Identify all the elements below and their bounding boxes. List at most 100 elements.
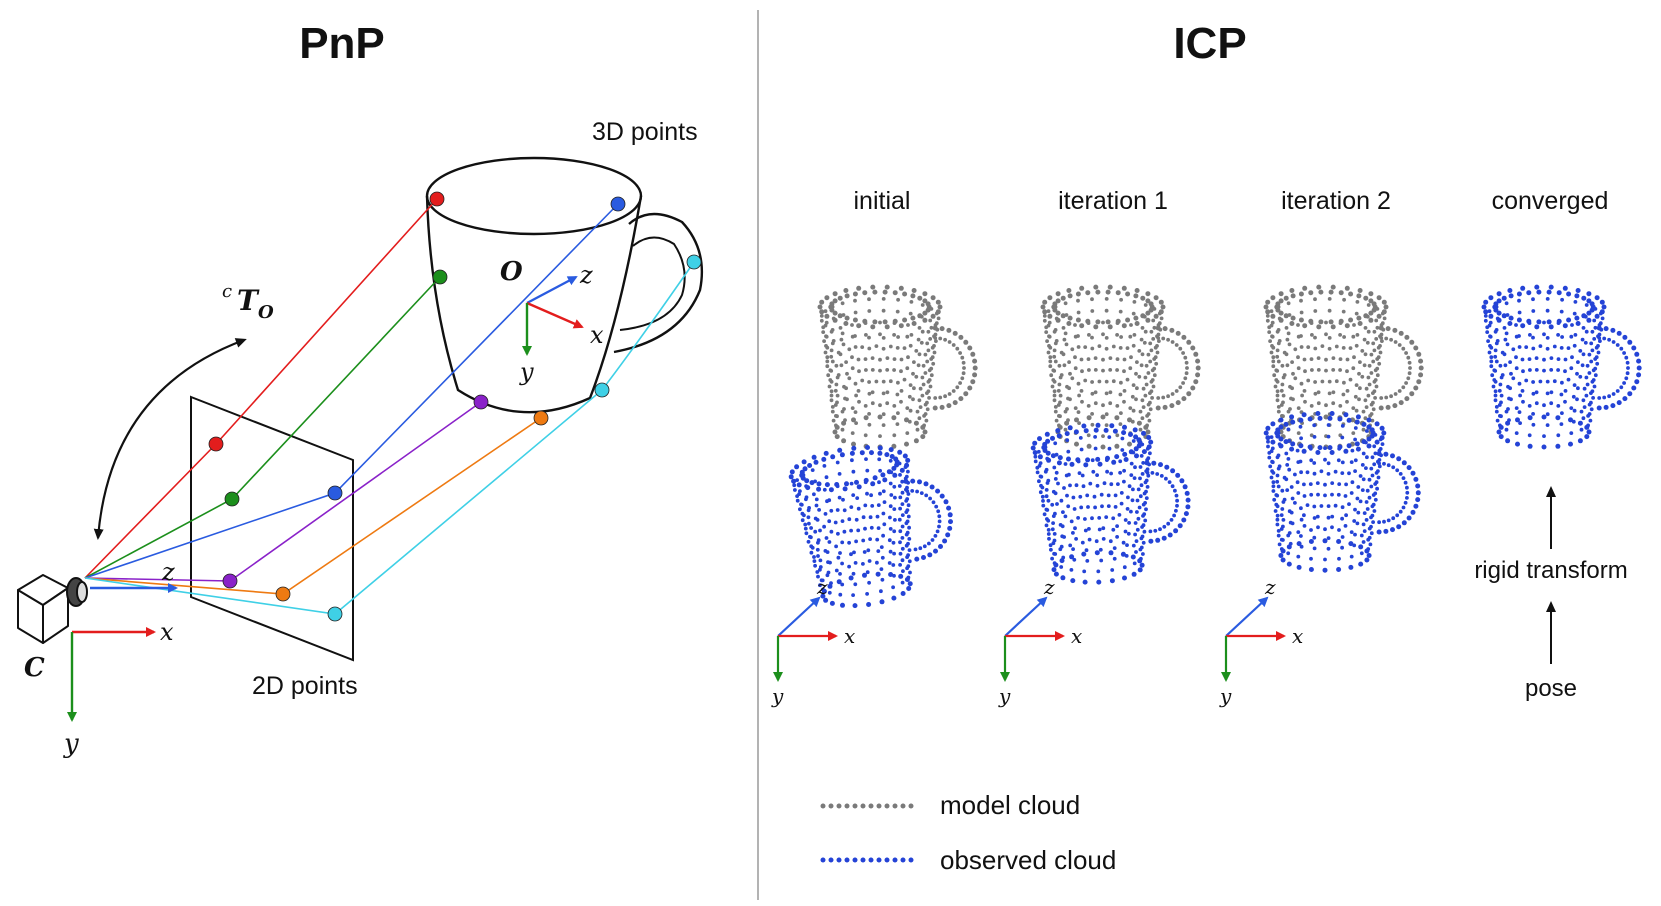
model-cloud-point: [829, 301, 835, 307]
model-cloud-point: [1302, 357, 1307, 362]
model-cloud-point: [1348, 317, 1354, 323]
model-cloud-point: [962, 366, 966, 370]
model-cloud-point: [1331, 390, 1336, 395]
model-cloud-point: [1169, 403, 1175, 409]
observed-cloud-point: [836, 531, 840, 536]
model-cloud-point: [1345, 369, 1349, 374]
model-cloud-point: [853, 298, 857, 303]
observed-cloud-point: [1134, 550, 1138, 554]
observed-cloud-point: [1066, 504, 1071, 509]
model-cloud-point: [835, 393, 840, 398]
model-cloud-point: [1369, 402, 1374, 407]
observed-cloud-point: [1594, 345, 1599, 350]
model-cloud-point: [1048, 359, 1053, 364]
observed-cloud-point: [840, 519, 845, 523]
observed-cloud-point: [1622, 351, 1626, 355]
observed-cloud-point: [1312, 471, 1317, 476]
observed-cloud-point: [821, 456, 827, 462]
observed-cloud-point: [1382, 519, 1386, 524]
model-cloud-point: [1357, 397, 1361, 402]
model-cloud-point: [1073, 406, 1078, 410]
model-cloud-point: [1115, 357, 1120, 361]
observed-cloud-point: [855, 496, 860, 500]
observed-cloud-point: [1374, 439, 1380, 445]
observed-cloud-point: [1508, 360, 1512, 364]
model-cloud-point: [924, 418, 929, 423]
model-cloud-point: [1299, 381, 1304, 386]
model-cloud-point: [1104, 308, 1109, 313]
observed-cloud-point: [888, 549, 893, 554]
model-cloud-point: [850, 406, 855, 410]
observed-cloud-point: [904, 543, 909, 548]
observed-cloud-point: [867, 580, 871, 585]
model-cloud-point: [896, 297, 900, 302]
observed-cloud-point: [1166, 521, 1171, 526]
observed-cloud-point: [1062, 486, 1066, 490]
model-cloud-point: [1330, 284, 1336, 290]
model-cloud-point: [1119, 411, 1123, 415]
observed-cloud-point: [1531, 346, 1536, 351]
model-cloud-point: [1090, 391, 1095, 396]
camera-lens-glass: [76, 581, 88, 603]
model-cloud-point: [1392, 403, 1398, 409]
observed-cloud-point: [1490, 373, 1495, 378]
observed-cloud-point: [1578, 349, 1583, 353]
observed-cloud-point: [878, 491, 882, 496]
model-cloud-point: [1045, 339, 1049, 343]
observed-cloud-point: [939, 493, 945, 499]
observed-cloud-point: [849, 552, 853, 557]
observed-cloud-point: [1507, 396, 1511, 401]
model-cloud-point: [1271, 364, 1276, 369]
observed-cloud-point: [1070, 578, 1076, 584]
observed-cloud-point: [1323, 446, 1327, 450]
model-cloud-point: [1318, 319, 1324, 325]
observed-cloud-point: [796, 482, 802, 488]
point-3d-orange: [533, 410, 549, 426]
observed-cloud-point: [1405, 496, 1409, 500]
observed-cloud-point: [1277, 542, 1282, 547]
observed-cloud-point: [1364, 518, 1369, 522]
observed-cloud-point: [1358, 561, 1364, 567]
model-cloud-point: [1313, 380, 1317, 384]
observed-cloud-point: [1581, 398, 1586, 403]
observed-cloud-point: [879, 567, 884, 571]
model-cloud-point: [1361, 409, 1366, 414]
observed-cloud-point: [1037, 454, 1043, 460]
observed-cloud-point: [1610, 403, 1616, 409]
observed-cloud-point: [828, 487, 834, 493]
observed-cloud-point: [1042, 512, 1047, 517]
model-cloud-point: [1159, 316, 1164, 321]
observed-cloud-point: [1140, 472, 1145, 476]
observed-cloud-point: [917, 479, 922, 485]
model-cloud-point: [1142, 340, 1147, 345]
model-cloud-point: [952, 400, 958, 406]
model-cloud-point: [914, 374, 919, 379]
observed-cloud-point: [849, 481, 854, 486]
observed-cloud-point: [1488, 295, 1494, 301]
legend-dot: [852, 803, 858, 809]
model-cloud-point: [923, 352, 928, 357]
observed-cloud-point: [1095, 473, 1099, 477]
model-cloud-point: [1047, 295, 1053, 301]
observed-cloud-iteration-1: [1030, 422, 1191, 585]
model-cloud-point: [908, 311, 913, 316]
observed-cloud-point: [1536, 289, 1542, 295]
icp-z-label-iteration-2: z: [1264, 575, 1276, 599]
observed-cloud-point: [1355, 496, 1360, 501]
observed-cloud-point: [1104, 515, 1109, 519]
model-cloud-point: [825, 355, 830, 360]
model-cloud-point: [1308, 318, 1314, 324]
model-cloud-point: [1362, 337, 1367, 342]
observed-cloud-point: [1118, 470, 1122, 475]
model-cloud-point: [825, 364, 830, 369]
model-cloud-point: [955, 346, 960, 351]
observed-cloud-point: [880, 472, 886, 478]
model-cloud-point: [1371, 359, 1376, 364]
observed-cloud-point: [1287, 467, 1292, 472]
model-cloud-point: [931, 361, 936, 366]
model-cloud-point: [1338, 318, 1344, 324]
observed-cloud-point: [1146, 435, 1152, 440]
observed-cloud-point: [1410, 470, 1416, 476]
observed-cloud-point: [1499, 375, 1504, 380]
model-cloud-point: [1298, 317, 1304, 323]
